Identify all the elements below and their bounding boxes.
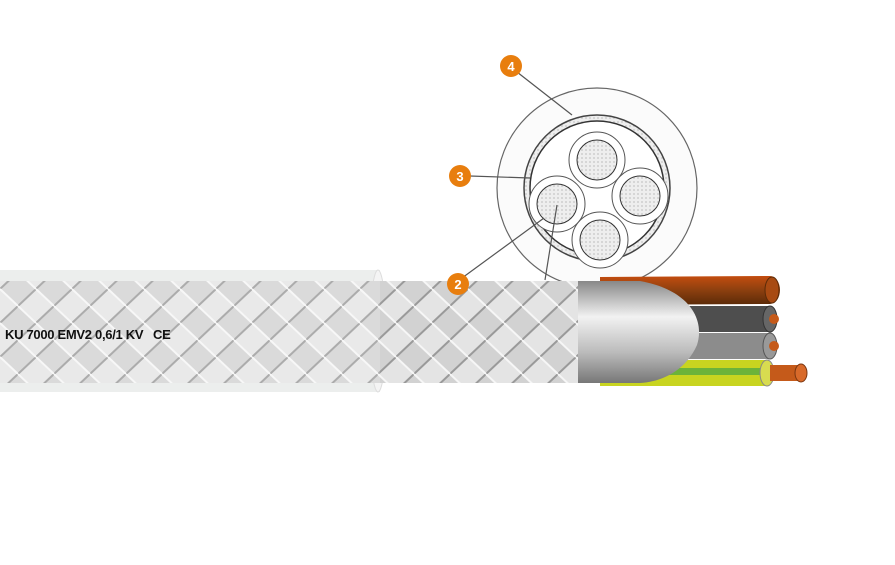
copper-conductor-tip	[770, 365, 800, 381]
cross-section	[496, 87, 698, 289]
inner-sheath	[570, 281, 700, 383]
svg-text:4: 4	[507, 59, 515, 74]
core	[571, 211, 629, 269]
svg-text:2: 2	[454, 277, 461, 292]
core	[568, 131, 626, 189]
ce-mark: CE	[153, 327, 171, 342]
leader-line	[469, 175, 531, 179]
leader-line	[461, 217, 545, 279]
callout-3: 3	[449, 165, 471, 187]
cable-print: KU 7000 EMV2 0,6/1 KV	[5, 327, 144, 342]
callout-4: 4	[500, 55, 522, 77]
leader-line	[544, 204, 558, 281]
leader-line	[516, 71, 573, 116]
shield-braid	[0, 281, 578, 383]
core	[611, 167, 669, 225]
core	[528, 175, 586, 233]
callout-2: 2	[447, 273, 469, 295]
svg-text:3: 3	[456, 169, 463, 184]
